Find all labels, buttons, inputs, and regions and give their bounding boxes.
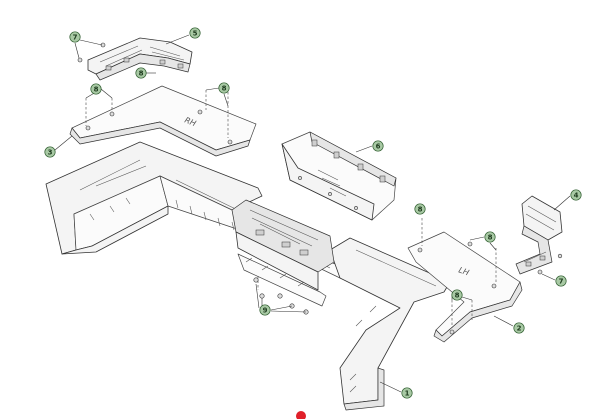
part-2-trim-plate-lh: LH	[407, 231, 523, 343]
callout-8-c8c: 8	[218, 82, 230, 94]
callout-balloon	[372, 140, 384, 152]
callout-balloon	[555, 275, 567, 287]
callout-8-c8f: 8	[451, 289, 463, 301]
callout-5-c5: 5	[189, 27, 201, 39]
callout-balloon	[414, 203, 426, 215]
callout-label: 8	[222, 84, 227, 92]
callout-label: 7	[559, 277, 564, 285]
callout-balloon	[189, 27, 201, 39]
callout-6-c6: 6	[372, 140, 384, 152]
callout-balloon	[44, 146, 56, 158]
callout-balloon	[259, 304, 271, 316]
part-4-corner-bracket	[515, 195, 563, 275]
part-5-corner-bracket	[87, 37, 193, 81]
screw-set-7-right	[537, 269, 543, 275]
callout-label: 8	[94, 85, 99, 93]
callout-balloon	[513, 322, 525, 334]
callout-3-c3: 3	[44, 146, 56, 158]
callout-label: 8	[139, 69, 144, 77]
callout-label: 3	[48, 148, 53, 156]
callout-balloon	[451, 289, 463, 301]
rh-engraving: RH	[183, 116, 197, 129]
callout-label: 7	[73, 33, 78, 41]
callout-2-c2: 2	[513, 322, 525, 334]
callout-label: 2	[517, 324, 522, 332]
callout-8-c8b: 8	[90, 83, 102, 95]
callout-layer: 7 5 8 8 8 3 6 4 8 8 7 8 9 2 1	[44, 27, 582, 399]
callout-balloon	[135, 67, 147, 79]
callout-9-c9: 9	[259, 304, 271, 316]
assembly-lines	[85, 90, 497, 328]
callout-label: 4	[574, 191, 579, 199]
callout-label: 8	[418, 205, 423, 213]
callout-balloon	[570, 189, 582, 201]
callout-7-c7a: 7	[69, 31, 81, 43]
callout-label: 5	[193, 29, 198, 37]
lh-engraving: LH	[457, 265, 470, 277]
callout-8-c8a: 8	[135, 67, 147, 79]
part-3-trim-plate-rh: RH	[69, 85, 257, 157]
position-marker	[296, 411, 306, 419]
callout-8-c8d: 8	[414, 203, 426, 215]
callout-label: 8	[455, 291, 460, 299]
callout-balloon	[218, 82, 230, 94]
leader-lines	[54, 34, 571, 393]
callout-balloon	[90, 83, 102, 95]
callout-balloon	[484, 231, 496, 243]
callout-1-c1: 1	[401, 387, 413, 399]
callout-7-c7b: 7	[555, 275, 567, 287]
callout-4-c4: 4	[570, 189, 582, 201]
callout-label: 9	[263, 306, 268, 314]
part-6-storage-bin	[281, 131, 397, 221]
center-module	[231, 199, 335, 307]
callout-balloon	[69, 31, 81, 43]
callout-label: 8	[488, 233, 493, 241]
callout-8-c8e: 8	[484, 231, 496, 243]
callout-balloon	[401, 387, 413, 399]
callout-label: 1	[405, 389, 410, 397]
callout-label: 6	[376, 142, 381, 150]
